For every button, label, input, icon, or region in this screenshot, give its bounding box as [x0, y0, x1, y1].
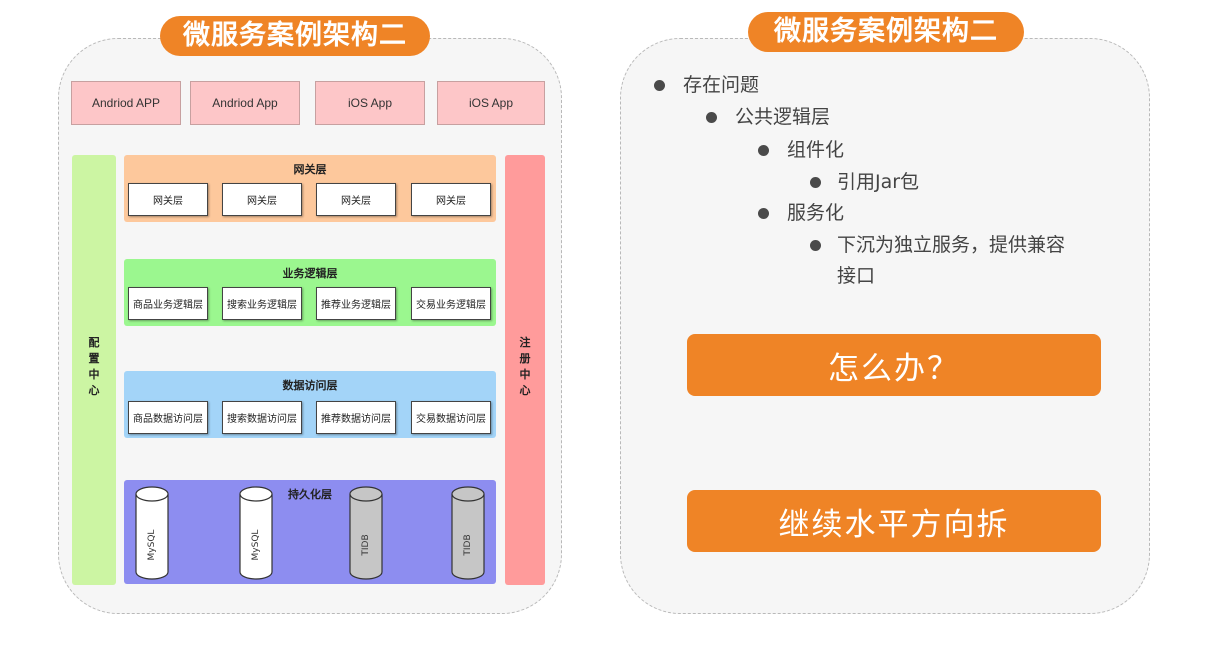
bullet-dot [758, 208, 769, 219]
database-icon [451, 486, 485, 580]
bullet-dot [706, 112, 717, 123]
bullet-level4: 引用Jar包 [810, 168, 919, 196]
app-android-1: Andriod APP [71, 81, 181, 125]
bullet-level3: 组件化 [758, 136, 844, 164]
db-label: MySQL [147, 529, 157, 561]
config-center: 配置中心 [72, 155, 116, 585]
gateway-layer: 网关层 网关层 网关层 网关层 网关层 [124, 155, 496, 222]
business-layer-title: 业务逻辑层 [282, 267, 338, 280]
bullet-text: 组件化 [787, 139, 845, 161]
gateway-item: 网关层 [411, 183, 491, 216]
db-label: TIDB [463, 534, 473, 556]
app-ios-1: iOS App [315, 81, 425, 125]
registry-center: 注册中心 [505, 155, 545, 585]
bullet-text: 引用Jar包 [837, 171, 920, 193]
database-icon [349, 486, 383, 580]
gateway-item: 网关层 [222, 183, 302, 216]
bullet-dot [810, 177, 821, 188]
what-to-do-button: 怎么办？ [687, 334, 1101, 396]
gateway-layer-title: 网关层 [293, 163, 327, 176]
bullet-text: 存在问题 [683, 74, 760, 96]
bullet-text: 下沉为独立服务，提供兼容 [837, 234, 1066, 256]
gateway-item: 网关层 [316, 183, 396, 216]
split-horizontally-button: 继续水平方向拆 [687, 490, 1101, 552]
business-item: 搜索业务逻辑层 [222, 287, 302, 320]
bullet-dot [758, 145, 769, 156]
bullet-text: 接口 [837, 265, 876, 287]
persistence-layer: 持久化层 MySQL MySQL TIDB TIDB [124, 480, 496, 584]
bullet-level3: 服务化 [758, 199, 844, 227]
business-item: 交易业务逻辑层 [411, 287, 491, 320]
data-access-item: 商品数据访问层 [128, 401, 208, 434]
data-access-layer: 数据访问层 商品数据访问层 搜索数据访问层 推荐数据访问层 交易数据访问层 [124, 371, 496, 438]
db-label: MySQL [251, 529, 261, 561]
business-item: 推荐业务逻辑层 [316, 287, 396, 320]
bullet-level4: 下沉为独立服务，提供兼容 [810, 231, 1065, 259]
database-icon [135, 486, 169, 580]
data-access-item: 推荐数据访问层 [316, 401, 396, 434]
data-access-item: 搜索数据访问层 [222, 401, 302, 434]
registry-center-label: 注册中心 [519, 336, 531, 397]
database-icon [239, 486, 273, 580]
data-access-layer-title: 数据访问层 [282, 379, 338, 392]
business-layer: 业务逻辑层 商品业务逻辑层 搜索业务逻辑层 推荐业务逻辑层 交易业务逻辑层 [124, 259, 496, 326]
left-panel-title: 微服务案例架构二 [160, 16, 430, 56]
bullet-level2: 公共逻辑层 [706, 103, 830, 131]
app-android-2: Andriod App [190, 81, 300, 125]
bullet-text: 公共逻辑层 [735, 106, 831, 128]
app-ios-2: iOS App [437, 81, 545, 125]
business-item: 商品业务逻辑层 [128, 287, 208, 320]
gateway-item: 网关层 [128, 183, 208, 216]
bullet-text: 服务化 [787, 202, 845, 224]
right-panel-title: 微服务案例架构二 [748, 12, 1024, 52]
bullet-dot [810, 240, 821, 251]
bullet-level1: 存在问题 [654, 71, 759, 99]
persistence-layer-title: 持久化层 [288, 488, 332, 501]
bullet-dot [654, 80, 665, 91]
config-center-label: 配置中心 [88, 336, 100, 397]
bullet-continuation: 接口 [837, 262, 875, 290]
data-access-item: 交易数据访问层 [411, 401, 491, 434]
db-label: TIDB [361, 534, 371, 556]
